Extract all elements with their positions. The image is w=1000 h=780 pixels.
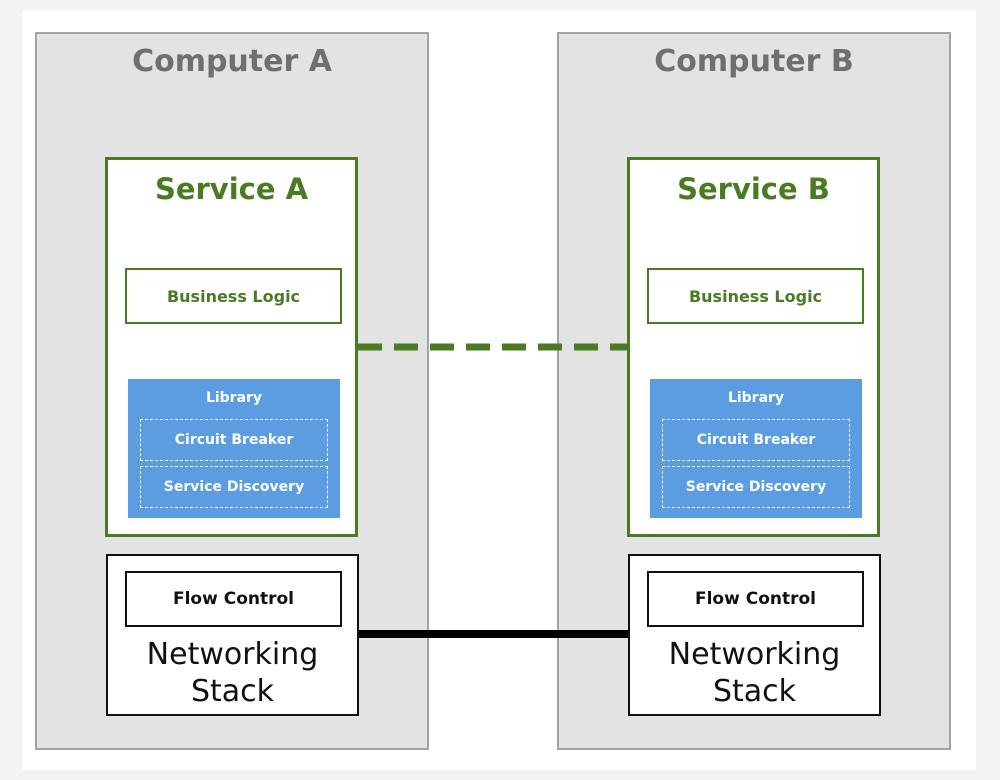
networking-stack-a-label: Networking Stack xyxy=(146,637,319,709)
service-a-title: Service A xyxy=(154,172,309,206)
service-b-library: Library Circuit Breaker Service Discover… xyxy=(650,379,862,518)
service-a-library-title: Library xyxy=(205,390,263,406)
networking-stack-a: Flow Control Networking Stack xyxy=(106,554,359,716)
service-a-circuit-breaker: Circuit Breaker xyxy=(140,419,328,461)
service-b-library-title: Library xyxy=(727,390,785,406)
flow-control-b: Flow Control xyxy=(647,571,864,627)
service-b-box: Service B Business Logic Library Circuit… xyxy=(627,157,880,537)
computer-a-title: Computer A xyxy=(132,44,332,79)
service-a-service-discovery: Service Discovery xyxy=(140,466,328,508)
service-a-box: Service A Business Logic Library Circuit… xyxy=(105,157,358,537)
networking-stack-b-label: Networking Stack xyxy=(668,637,841,709)
flow-control-a: Flow Control xyxy=(125,571,342,627)
computer-b-title: Computer B xyxy=(654,44,854,79)
service-b-service-discovery: Service Discovery xyxy=(662,466,850,508)
networking-stack-b: Flow Control Networking Stack xyxy=(628,554,881,716)
service-b-business-logic: Business Logic xyxy=(647,268,864,324)
service-b-circuit-breaker: Circuit Breaker xyxy=(662,419,850,461)
service-a-library: Library Circuit Breaker Service Discover… xyxy=(128,379,340,518)
service-b-title: Service B xyxy=(677,172,830,206)
service-a-business-logic: Business Logic xyxy=(125,268,342,324)
